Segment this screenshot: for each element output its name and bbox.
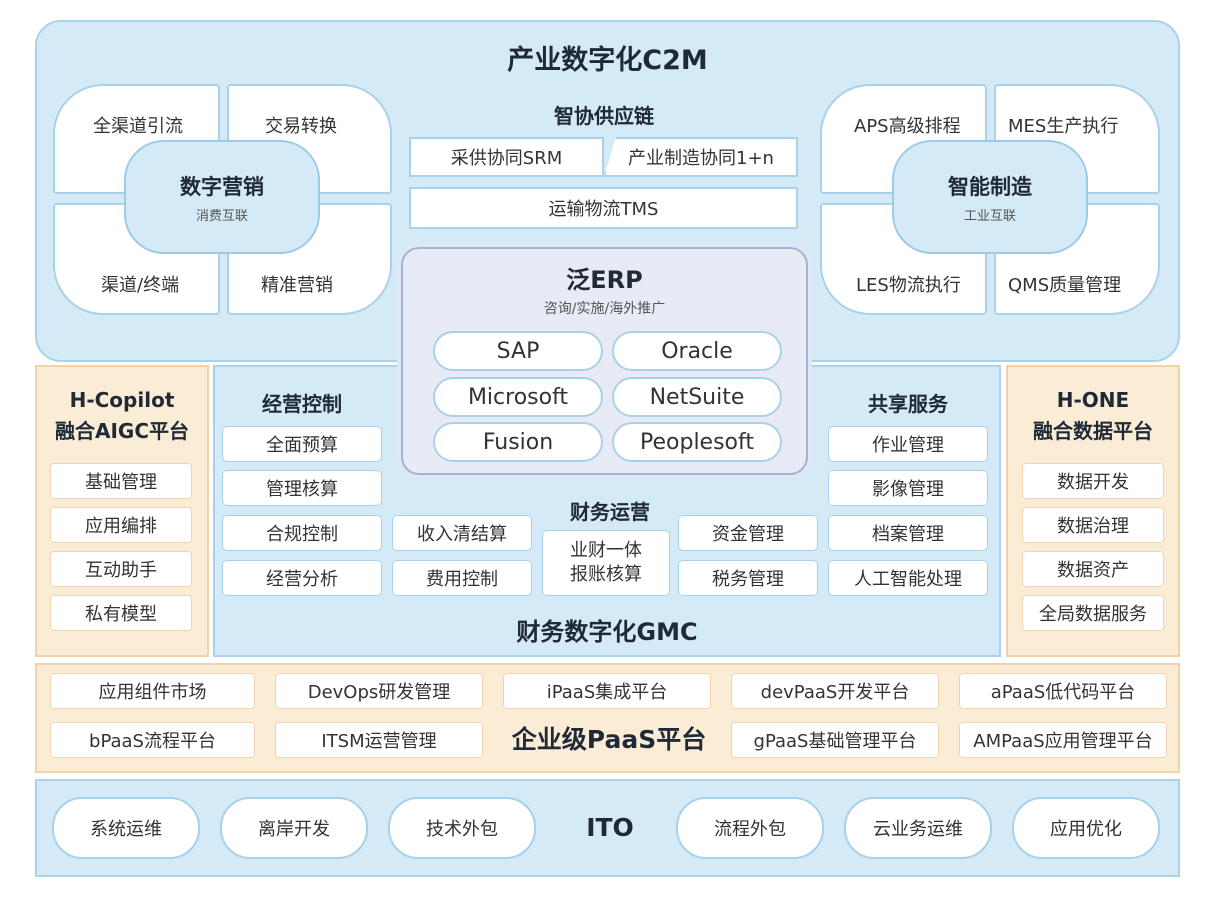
ops-center-line-1: 业财一体 <box>570 540 642 561</box>
erp-subtitle: 咨询/实施/海外推广 <box>543 301 666 317</box>
marketing-hub: 数字营销 消费互联 <box>124 140 320 254</box>
paas-item: devPaaS开发平台 <box>731 673 939 709</box>
paas-item: ITSM运营管理 <box>275 722 483 758</box>
ops-item: 资金管理 <box>678 515 818 551</box>
ops-item: 费用控制 <box>392 560 532 596</box>
erp-item: Microsoft <box>433 377 603 417</box>
hone-item: 数据治理 <box>1022 507 1164 543</box>
paas-item: bPaaS流程平台 <box>50 722 255 758</box>
paas-item: 应用组件市场 <box>50 673 255 709</box>
erp-title: 泛ERP <box>566 266 643 294</box>
ito-item: 技术外包 <box>388 797 536 859</box>
ops-item: 收入清结算 <box>392 515 532 551</box>
ito-title: ITO <box>586 813 634 842</box>
paas-item: DevOps研发管理 <box>275 673 483 709</box>
copilot-title-1: H-Copilot <box>69 388 175 412</box>
mfg-hub: 智能制造 工业互联 <box>892 140 1088 254</box>
control-item: 经营分析 <box>222 560 382 596</box>
erp-item: Fusion <box>433 422 603 462</box>
mfg-subtitle: 工业互联 <box>963 208 1016 224</box>
erp-item: Oracle <box>612 331 782 371</box>
copilot-item: 基础管理 <box>50 463 192 499</box>
hone-title-1: H-ONE <box>1056 388 1130 412</box>
ito-item: 流程外包 <box>676 797 824 859</box>
paas-item: AMPaaS应用管理平台 <box>959 722 1167 758</box>
hone-item: 数据资产 <box>1022 551 1164 587</box>
ito-item: 云业务运维 <box>844 797 992 859</box>
paas-item: aPaaS低代码平台 <box>959 673 1167 709</box>
ops-title: 财务运营 <box>570 500 650 524</box>
erp-item: Peoplesoft <box>612 422 782 462</box>
supply-item-tms: 运输物流TMS <box>409 187 798 229</box>
control-item: 全面预算 <box>222 426 382 462</box>
erp-item: SAP <box>433 331 603 371</box>
shared-title: 共享服务 <box>868 392 948 416</box>
supply-title: 智协供应链 <box>554 104 654 128</box>
marketing-subtitle: 消费互联 <box>195 208 248 224</box>
copilot-title-2: 融合AIGC平台 <box>54 419 189 443</box>
control-item: 管理核算 <box>222 470 382 506</box>
control-title: 经营控制 <box>262 392 342 416</box>
marketing-title: 数字营销 <box>180 174 264 199</box>
copilot-item: 私有模型 <box>50 595 192 631</box>
mfg-title: 智能制造 <box>948 174 1032 199</box>
shared-item: 影像管理 <box>828 470 988 506</box>
hone-item: 全局数据服务 <box>1022 595 1164 631</box>
ops-center-item: 业财一体 报账核算 <box>542 530 670 596</box>
erp-item: NetSuite <box>612 377 782 417</box>
ops-center-line-2: 报账核算 <box>570 564 642 585</box>
ito-item: 系统运维 <box>52 797 200 859</box>
paas-item: iPaaS集成平台 <box>503 673 711 709</box>
paas-title: 企业级PaaS平台 <box>511 725 707 754</box>
copilot-item: 互动助手 <box>50 551 192 587</box>
copilot-item: 应用编排 <box>50 507 192 543</box>
ito-item: 离岸开发 <box>220 797 368 859</box>
shared-item: 作业管理 <box>828 426 988 462</box>
shared-item: 人工智能处理 <box>828 560 988 596</box>
hone-title-2: 融合数据平台 <box>1033 419 1153 443</box>
hone-item: 数据开发 <box>1022 463 1164 499</box>
control-item: 合规控制 <box>222 515 382 551</box>
c2m-title: 产业数字化C2M <box>507 45 708 76</box>
ops-item: 税务管理 <box>678 560 818 596</box>
paas-item: gPaaS基础管理平台 <box>731 722 939 758</box>
supply-item-srm: 采供协同SRM <box>409 137 604 177</box>
supply-item-coop: 产业制造协同1+n <box>604 137 798 177</box>
gmc-title: 财务数字化GMC <box>516 618 698 646</box>
ito-item: 应用优化 <box>1012 797 1160 859</box>
mfg-item-les: LES物流执行 <box>820 203 987 315</box>
shared-item: 档案管理 <box>828 515 988 551</box>
